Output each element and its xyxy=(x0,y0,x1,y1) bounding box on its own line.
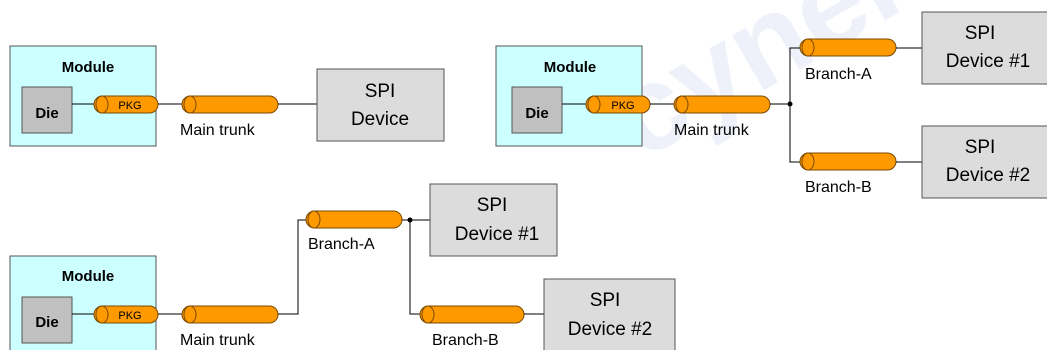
main-trunk-cable-end xyxy=(183,95,197,114)
main-trunk-label: Main trunk xyxy=(674,122,750,139)
pkg-cable-end xyxy=(95,95,109,114)
spi-device-1-label-line2: Device #1 xyxy=(946,51,1031,72)
spi-device-2-label-line1: SPI xyxy=(965,137,996,158)
die-label: Die xyxy=(35,105,58,122)
diagram-point-to-point: Module Die PKG Main trunk SPI Device xyxy=(9,45,445,147)
module-label: Module xyxy=(62,59,115,76)
branch-b-label: Branch-B xyxy=(805,179,872,196)
die-box xyxy=(511,86,563,134)
spi-device-1-label-line2: Device #1 xyxy=(455,224,540,245)
spi-device-1-box xyxy=(429,183,558,257)
pkg-cable-end xyxy=(95,305,109,324)
branch-wire xyxy=(409,220,420,315)
spi-device-1-label-line1: SPI xyxy=(965,23,996,44)
spi-device-label-line1: SPI xyxy=(365,81,396,102)
main-trunk-label: Main trunk xyxy=(180,122,256,139)
branch-b-cable-end xyxy=(421,305,435,324)
spi-device-2-label-line2: Device #2 xyxy=(946,165,1031,186)
pkg-cable-end xyxy=(587,95,601,114)
die-box xyxy=(21,296,73,344)
branch-a-label: Branch-A xyxy=(805,66,872,83)
die-label: Die xyxy=(525,105,548,122)
branch-wire xyxy=(789,104,800,163)
module-label: Module xyxy=(62,268,115,285)
diagram-daisy: Module Die PKG Main trunk Branch-A SPI D… xyxy=(9,183,676,350)
wire xyxy=(278,219,306,315)
pkg-label: PKG xyxy=(611,100,634,112)
spi-device-2-box xyxy=(543,278,676,350)
die-label: Die xyxy=(35,314,58,331)
branch-wire xyxy=(789,47,800,104)
spi-device-2-box xyxy=(921,125,1047,199)
spi-device-1-label-line1: SPI xyxy=(477,195,508,216)
branch-a-cable-end xyxy=(801,38,815,57)
spi-device-label-line2: Device xyxy=(351,109,409,130)
spi-device-2-label-line1: SPI xyxy=(590,290,621,311)
module-label: Module xyxy=(544,59,597,76)
branch-b-cable xyxy=(419,305,525,324)
branch-b-cable-end xyxy=(801,152,815,171)
die-box xyxy=(21,86,73,134)
pkg-label: PKG xyxy=(118,100,141,112)
main-trunk-cable-end xyxy=(675,95,689,114)
diagram-star: Module Die PKG Main trunk Branch-A SPI D… xyxy=(495,11,1047,199)
branch-b-label: Branch-B xyxy=(432,332,499,349)
main-trunk-label: Main trunk xyxy=(180,332,256,349)
main-trunk-cable-end xyxy=(183,305,197,324)
spi-device-1-box xyxy=(921,11,1047,85)
spi-device-box xyxy=(316,68,445,142)
branch-a-cable-end xyxy=(307,210,321,229)
spi-device-2-label-line2: Device #2 xyxy=(568,319,653,340)
pkg-label: PKG xyxy=(118,310,141,322)
branch-a-label: Branch-A xyxy=(308,236,375,253)
